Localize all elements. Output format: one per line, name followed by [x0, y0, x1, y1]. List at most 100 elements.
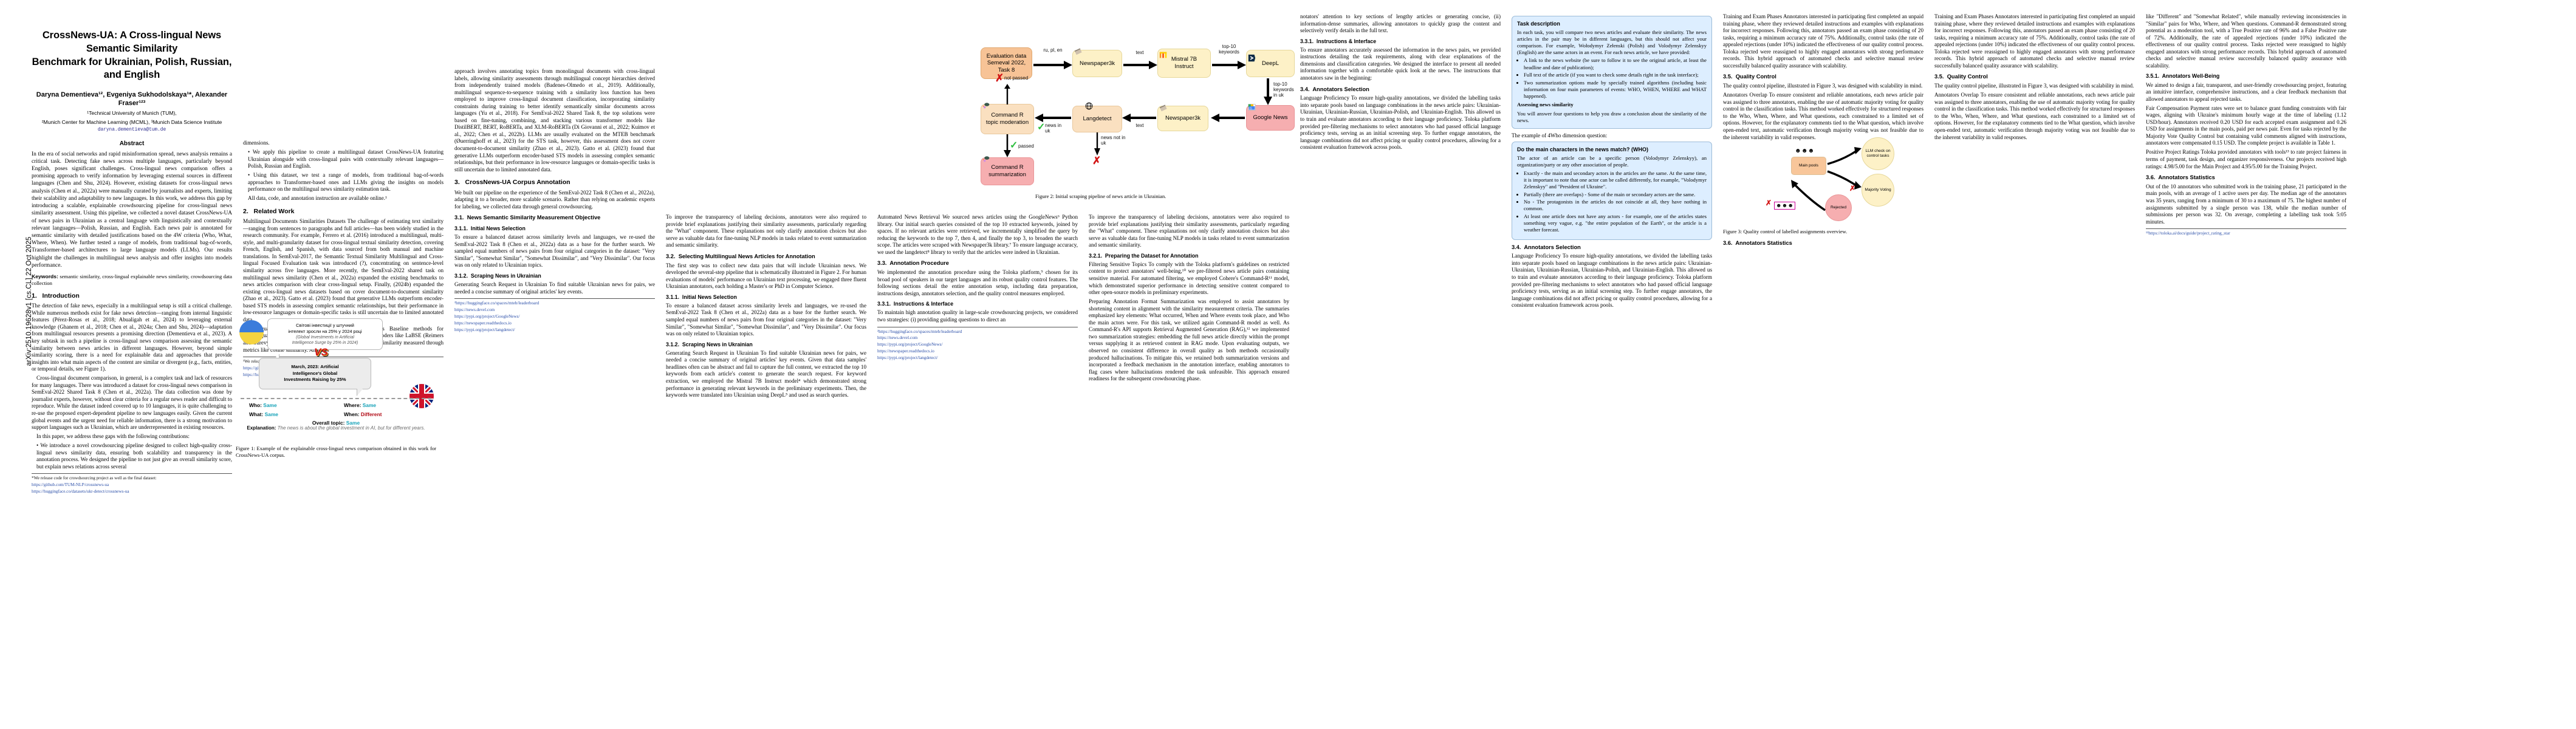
intro-bullet-1: • We introduce a novel crowdsourcing pip…	[32, 442, 232, 470]
bubble-en-line-3: Investments Raising by 25%	[284, 377, 346, 383]
check-icon-passed: ✓	[1010, 140, 1018, 151]
footnote-5-link-4[interactable]: https://newspaper.readthedocs.io	[877, 349, 934, 354]
affiliation-1: ¹Technical University of Munich (TUM),	[87, 110, 177, 116]
column-4: To improve the transparency of labeling …	[666, 214, 866, 718]
bullet-text: We introduce a novel crowdsourcing pipel…	[36, 442, 232, 470]
what-label: What:	[249, 411, 264, 417]
col4-s312-paragraph: Generating Search Request in Ukrainian T…	[666, 349, 866, 399]
criterion-who: Who: Same	[249, 402, 277, 408]
flow-arrow-6	[1122, 114, 1156, 122]
subsubsection-number: 3.3.1.	[1300, 38, 1314, 44]
subsection-title: Selecting Multilingual News Articles for…	[678, 253, 815, 259]
flow-node-langdetect: Langdetect	[1072, 106, 1122, 132]
column-1: CrossNews-UA: A Cross-lingual News Seman…	[32, 13, 232, 718]
flow-node-deepl: DeepL	[1246, 50, 1295, 77]
footnote-5-link-2[interactable]: https://news.devel.com	[877, 335, 918, 341]
subsection-number: 3.4.	[1300, 86, 1310, 92]
footnote-5-link-5[interactable]: https://pypi.org/project/langdetect/	[877, 355, 938, 360]
subsection-heading-3-3: 3.3. Annotation Procedure	[877, 260, 1078, 267]
flow-edge-label-text-1: text	[1136, 50, 1144, 55]
figure-1: Світові інвестиції у штучний інтелект зр…	[236, 317, 436, 458]
news-bubble-ukrainian: Світові інвестиції у штучний інтелект зр…	[267, 318, 383, 351]
subsubsection-heading-3-2-1-a: 3.1.1. Initial News Selection	[666, 294, 866, 301]
figure-divider	[241, 398, 431, 399]
intro-paragraph-1: The detection of fake news, especially i…	[32, 303, 232, 372]
figure-1-explanation: Explanation: The news is about the globa…	[247, 425, 425, 431]
col9-quality-control: The quality control pipeline, illustrate…	[1723, 83, 1923, 89]
section-number: 1.	[32, 292, 37, 299]
column-6: To improve the transparency of labeling …	[1089, 13, 1289, 718]
subsection-number: 3.4.	[1512, 244, 1521, 250]
bubble-ua-line-2: інтелект зросли на 25% у 2024 році	[288, 328, 362, 334]
subsection-title: Annotation Procedure	[889, 260, 949, 267]
subsection-title: Quality Control	[1947, 74, 1988, 80]
figure3-node-rejected: Rejected	[1825, 194, 1852, 222]
criterion-overall: Overall topic: Same	[236, 420, 436, 426]
x-icon-rejected-majority: ✗	[1849, 184, 1856, 193]
question-options-list: Exactly - the main and secondary actors …	[1524, 170, 1707, 234]
footnote-1-link-github[interactable]: https://github.com/TUM-NLP/crossnews-ua	[32, 482, 109, 488]
what-value: Same	[264, 411, 278, 417]
col6-filtering-paragraph: Filtering Sensitive Topics To comply wit…	[1089, 261, 1289, 296]
footnote-block-3: ²https://huggingface.co/spaces/mteb/lead…	[454, 298, 655, 333]
subsubsection-title: Initial News Selection	[470, 225, 526, 231]
bubble-ua-translation-1: (Global Investments in Artificial	[296, 335, 354, 340]
annotators-icons-rejected: ☻☻☻	[1774, 202, 1796, 210]
flow-edge-label-keywords: top-10 keywords	[1219, 44, 1239, 55]
globe-icon	[1085, 102, 1093, 110]
title-line-1: CrossNews-UA: A Cross-lingual News Seman…	[42, 30, 222, 54]
where-value: Same	[362, 402, 377, 408]
subsection-title: News Semantic Similarity Measurement Obj…	[467, 214, 601, 221]
subsection-heading-3-2: 3.2. Selecting Multilingual News Article…	[666, 253, 866, 261]
footnote-1-text: *We release code for crowdsourcing proje…	[32, 476, 157, 481]
flow-node-evaluation-data: Evaluation data Semeval 2022, Task 8	[981, 47, 1032, 79]
affiliation-2: ²Munich Center for Machine Learning (MCM…	[41, 118, 222, 125]
col3-s311-paragraph: To ensure a balanced dataset across simi…	[454, 234, 655, 269]
figure-3: ☻☻☻ Main pools LLM check on control task…	[1723, 137, 1923, 236]
section-heading-introduction: 1. Introduction	[32, 292, 232, 300]
footnote-3-link-deepl[interactable]: https://news.devel.com	[454, 307, 495, 312]
subsubsection-heading-3-1-1: 3.1.1. Initial News Selection	[454, 225, 655, 232]
task-box-assess-heading: Assessing news similarity	[1517, 101, 1574, 108]
footnote-3-link-langdetect[interactable]: https://pypi.org/project/langdetect/	[454, 327, 515, 332]
footnote-3-link-newspaper[interactable]: https://newspaper.readthedocs.io	[454, 320, 512, 326]
task-box-body: In each task, you will compare two news …	[1517, 29, 1707, 56]
ukraine-flag-icon	[239, 320, 264, 344]
col6-paragraph-1: To improve the transparency of labeling …	[1089, 214, 1289, 248]
subsubsection-number: 3.1.1.	[666, 293, 680, 300]
footnote-1-link-hf[interactable]: https://huggingface.co/datasets/ukr-dete…	[32, 489, 129, 495]
deepl-icon	[1248, 54, 1256, 62]
keywords-label: Keywords:	[32, 273, 58, 280]
footnote-3-link-googlenews[interactable]: https://pypi.org/project/GoogleNews/	[454, 313, 520, 319]
figure-1-caption: Figure 1: Example of the explainable cro…	[236, 445, 436, 458]
versus-label: VS	[314, 346, 328, 358]
bubble-en-line-2: Intelligence's Global	[292, 370, 338, 376]
contact-email[interactable]: daryna.dementieva@tum.de	[97, 128, 166, 133]
overall-value: Same	[346, 420, 360, 426]
svg-text:G: G	[1250, 106, 1252, 110]
col11-wellbeing: We aimed to design a fair, transparent, …	[2146, 81, 2346, 102]
flow-edge-label-text-2: text	[1136, 123, 1144, 128]
cohere-icon	[982, 156, 990, 162]
subsubsection-heading-3-2-1: 3.2.1. Preparing the Dataset for Annotat…	[1089, 253, 1289, 259]
subsection-heading-3-6-b: 3.6. Annotators Statistics	[2146, 174, 2346, 182]
section-number: 3.	[454, 179, 460, 187]
intro-paragraph-2: Cross-lingual document comparison, in ge…	[32, 375, 232, 431]
subsection-number: 3.5.	[1934, 74, 1944, 80]
when-label: When:	[344, 411, 360, 417]
check-icon-news-in-uk: ✓	[1037, 122, 1046, 132]
col6-prep-paragraph: Preparing Annotation Format Summarizatio…	[1089, 298, 1289, 382]
col3-paragraph-1: approach involves annotating topics from…	[454, 68, 655, 173]
flow-edge-label-news-not-in-uk: news not in uk	[1101, 135, 1126, 146]
footnote-5-link-3[interactable]: https://pypi.org/project/GoogleNews/	[877, 342, 943, 347]
footnote-3-link-mteb[interactable]: ²https://huggingface.co/spaces/mteb/lead…	[454, 301, 540, 306]
x-icon-rejected-annotators: ✗	[1766, 199, 1772, 208]
intro-bullet-2: • We apply this pipeline to create a mul…	[243, 149, 444, 170]
footnote-11-link[interactable]: ¹³https://toloka.ai/docs/guide/project_r…	[2146, 231, 2230, 236]
question-option-2: Partially (there are overlaps) - Some of…	[1524, 191, 1707, 198]
google-news-icon: G	[1248, 104, 1256, 111]
subsection-heading-3-6: 3.6. Annotators Statistics	[1723, 240, 1923, 247]
footnote-5-link-1[interactable]: ²https://huggingface.co/spaces/mteb/lead…	[877, 329, 962, 334]
bubble-ua-translation-2: Intelligence Surge by 25% in 2024)	[292, 340, 358, 345]
col11-positive-ratings: Positive Project Ratings Toloka provided…	[2146, 149, 2346, 169]
